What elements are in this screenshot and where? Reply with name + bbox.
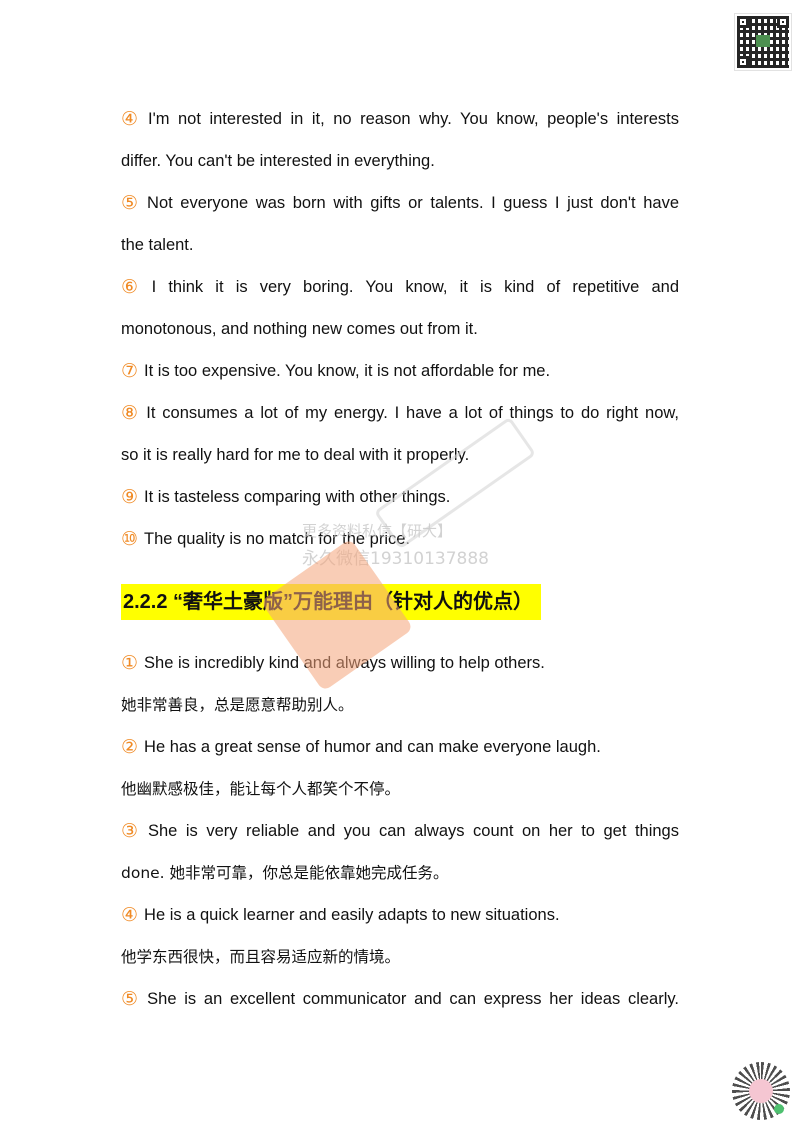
line-text: Not everyone was born with gifts or tale… [147,194,679,212]
item-number: ⑧ [121,402,141,424]
line-text: 他学东西很快，而且容易适应新的情境。 [121,948,401,966]
reasons-list: ④ I'm not interested in it, no reason why… [121,98,679,560]
line-text: the talent. [121,236,194,254]
item-number: ⑨ [121,486,139,508]
text-line: ④ He is a quick learner and easily adapts… [121,894,679,936]
qr-logo-icon [756,35,770,47]
qr-finder-icon [737,56,749,68]
line-text: differ. You can't be interested in every… [121,152,435,170]
text-line: ⑩ The quality is no match for the price. [121,518,679,560]
mascot-icon [749,1079,773,1103]
line-text: so it is really hard for me to deal with… [121,446,470,464]
line-text: I'm not interested in it, no reason why.… [147,110,679,128]
line-text: The quality is no match for the price. [144,530,411,548]
line-text: It is tasteless comparing with other thi… [144,488,451,506]
text-line: ⑤ Not everyone was born with gifts or tal… [121,182,679,224]
line-text: She is an excellent communicator and can… [147,990,679,1008]
text-line: the talent. [121,224,679,266]
text-line: ③ She is very reliable and you can always… [121,810,679,852]
line-text: done. 她非常可靠，你总是能依靠她完成任务。 [121,864,449,882]
text-line: done. 她非常可靠，你总是能依靠她完成任务。 [121,852,679,894]
item-number: ⑦ [121,360,139,382]
line-text: 她非常善良，总是愿意帮助别人。 [121,696,354,714]
qr-code-icon [735,14,791,70]
text-line: so it is really hard for me to deal with… [121,434,679,476]
text-line: 她非常善良，总是愿意帮助别人。 [121,684,679,726]
line-text: I think it is very boring. You know, it … [151,278,679,296]
text-line: ⑤ She is an excellent communicator and ca… [121,978,679,1020]
item-number: ② [121,736,139,758]
text-line: 他幽默感极佳，能让每个人都笑个不停。 [121,768,679,810]
text-line: ⑦ It is too expensive. You know, it is no… [121,350,679,392]
item-number: ③ [121,820,142,842]
text-line: ① She is incredibly kind and always willi… [121,642,679,684]
item-number: ⑩ [121,528,139,550]
item-number: ⑤ [121,988,142,1010]
section-heading-block: 2.2.2 “奢华土豪版”万能理由（针对人的优点） [121,560,679,642]
line-text: He is a quick learner and easily adapts … [144,906,560,924]
item-number: ⑥ [121,276,146,298]
strengths-list: ① She is incredibly kind and always willi… [121,642,679,1020]
line-text: It is too expensive. You know, it is not… [144,362,551,380]
text-line: differ. You can't be interested in every… [121,140,679,182]
line-text: monotonous, and nothing new comes out fr… [121,320,478,338]
document-body: ④ I'm not interested in it, no reason why… [121,98,679,1020]
badge-dot-icon [774,1104,784,1114]
line-text: It consumes a lot of my energy. I have a… [146,404,679,422]
item-number: ④ [121,904,139,926]
item-number: ⑤ [121,192,142,214]
line-text: She is very reliable and you can always … [147,822,679,840]
mini-program-code-icon [732,1062,790,1120]
text-line: ⑥ I think it is very boring. You know, it… [121,266,679,308]
text-line: ⑨ It is tasteless comparing with other th… [121,476,679,518]
line-text: She is incredibly kind and always willin… [144,654,545,672]
text-line: monotonous, and nothing new comes out fr… [121,308,679,350]
qr-finder-icon [737,16,749,28]
item-number: ④ [121,108,142,130]
line-text: 他幽默感极佳，能让每个人都笑个不停。 [121,780,401,798]
item-number: ① [121,652,139,674]
text-line: ② He has a great sense of humor and can m… [121,726,679,768]
text-line: 他学东西很快，而且容易适应新的情境。 [121,936,679,978]
text-line: ⑧ It consumes a lot of my energy. I have … [121,392,679,434]
line-text: He has a great sense of humor and can ma… [144,738,601,756]
section-heading: 2.2.2 “奢华土豪版”万能理由（针对人的优点） [121,584,542,620]
qr-finder-icon [777,16,789,28]
text-line: ④ I'm not interested in it, no reason why… [121,98,679,140]
